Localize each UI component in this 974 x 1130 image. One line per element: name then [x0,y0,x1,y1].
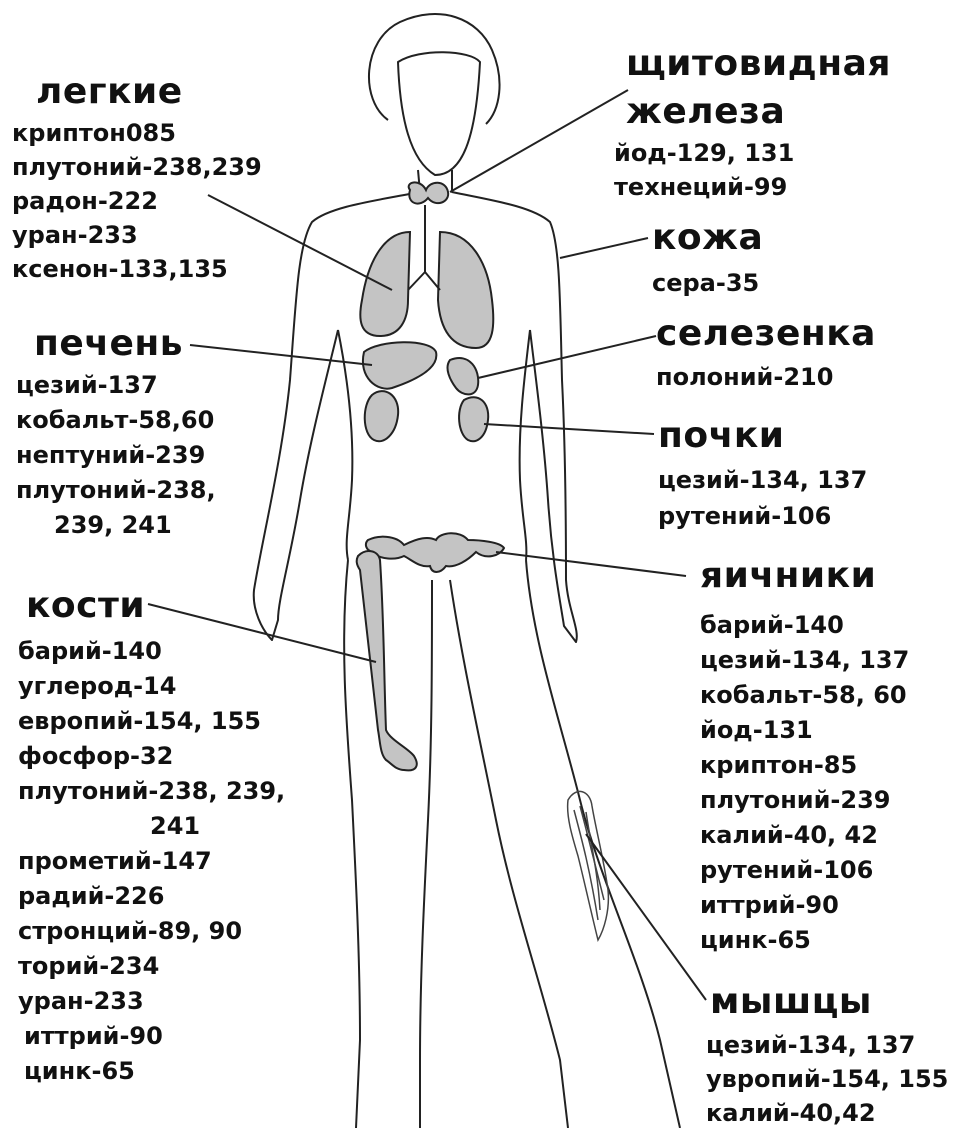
muscle-area [568,791,609,940]
isotope: рутений-106 [700,853,909,888]
isotope: уран-233 [12,218,262,252]
spleen [448,358,479,394]
isotope: торий-234 [18,949,285,984]
trachea [408,205,440,290]
right-kidney [459,397,488,441]
isotope: калий-40,42 [706,1096,948,1130]
isotope: нептуний-239 [16,438,216,473]
isotope: криптон085 [12,116,262,150]
label-title: мышцы [706,984,948,1020]
isotope: полоний-210 [656,360,876,394]
isotope: ксенон-133,135 [12,252,262,286]
isotope: стронций-89, 90 [18,914,285,949]
label-title: печень [16,326,216,362]
isotope-list: криптон085 плутоний-238,239 радон-222 ур… [12,116,262,286]
leader-skin [560,238,648,258]
leader-ovaries [496,552,686,576]
thyroid-gland [409,182,449,203]
pelvis-ovaries [366,533,504,572]
isotope: цезий-134, 137 [700,643,909,678]
isotope: йод-131 [700,713,909,748]
leader-muscles [586,834,706,1000]
label-title-line2: железа [614,88,891,136]
liver [363,342,436,388]
isotope: цинк-65 [700,923,909,958]
isotope: сера-35 [652,266,763,300]
isotope: радон-222 [12,184,262,218]
right-lung [438,232,493,348]
isotope: калий-40, 42 [700,818,909,853]
isotope: плутоний-238, 239, [18,774,285,809]
isotope: цезий-134, 137 [658,462,867,498]
label-title: яичники [700,558,909,594]
label-title: легкие [12,74,262,110]
isotope: 239, 241 [16,508,216,543]
label-spleen: селезенка полоний-210 [656,316,876,394]
isotope: иттрий-90 [18,1019,285,1054]
isotope-list: полоний-210 [656,360,876,394]
isotope: плутоний-239 [700,783,909,818]
femur-bone [357,551,417,770]
label-title: кости [18,588,285,624]
left-kidney [365,391,398,441]
isotope: технеций-99 [614,170,891,204]
isotope: европий-154, 155 [18,704,285,739]
label-title-line1: щитовидная [614,40,891,88]
leader-liver [190,345,372,365]
isotope: барий-140 [18,634,285,669]
isotope: углерод-14 [18,669,285,704]
isotope: цинк-65 [18,1054,285,1089]
isotope: йод-129, 131 [614,136,891,170]
isotope: криптон-85 [700,748,909,783]
isotope: цезий-137 [16,368,216,403]
label-lungs: легкие криптон085 плутоний-238,239 радон… [12,74,262,286]
isotope: уран-233 [18,984,285,1019]
left-lung [360,232,410,336]
label-liver: печень цезий-137 кобальт-58,60 нептуний-… [16,326,216,543]
label-title: селезенка [656,316,876,352]
organs [357,182,504,770]
label-title: кожа [652,220,763,256]
isotope: цезий-134, 137 [706,1028,948,1062]
label-ovaries: яичники барий-140 цезий-134, 137 кобальт… [700,558,909,958]
label-kidneys: почки цезий-134, 137 рутений-106 [658,418,867,534]
leader-spleen [478,336,656,378]
isotope-list: йод-129, 131 технеций-99 [614,136,891,204]
isotope: радий-226 [18,879,285,914]
isotope: кобальт-58,60 [16,403,216,438]
isotope: фосфор-32 [18,739,285,774]
isotope-list: цезий-137 кобальт-58,60 нептуний-239 плу… [16,368,216,543]
isotope: иттрий-90 [700,888,909,923]
isotope-list: сера-35 [652,266,763,300]
isotope: плутоний-238, [16,473,216,508]
isotope-list: цезий-134, 137 рутений-106 [658,462,867,534]
isotope: прометий-147 [18,844,285,879]
isotope: плутоний-238,239 [12,150,262,184]
leader-kidneys [484,424,654,434]
label-muscles: мышцы цезий-134, 137 увропий-154, 155 ка… [706,984,948,1130]
isotope: рутений-106 [658,498,867,534]
label-bones: кости барий-140 углерод-14 европий-154, … [18,588,285,1089]
isotope-list: барий-140 углерод-14 европий-154, 155 фо… [18,634,285,1089]
isotope: кобальт-58, 60 [700,678,909,713]
isotope: барий-140 [700,608,909,643]
label-skin: кожа сера-35 [652,220,763,300]
isotope: 241 [18,809,285,844]
isotope-list: барий-140 цезий-134, 137 кобальт-58, 60 … [700,608,909,958]
label-thyroid: щитовидная железа йод-129, 131 технеций-… [614,40,891,204]
label-title: почки [658,418,867,454]
isotope-list: цезий-134, 137 увропий-154, 155 калий-40… [706,1028,948,1130]
isotope: увропий-154, 155 [706,1062,948,1096]
